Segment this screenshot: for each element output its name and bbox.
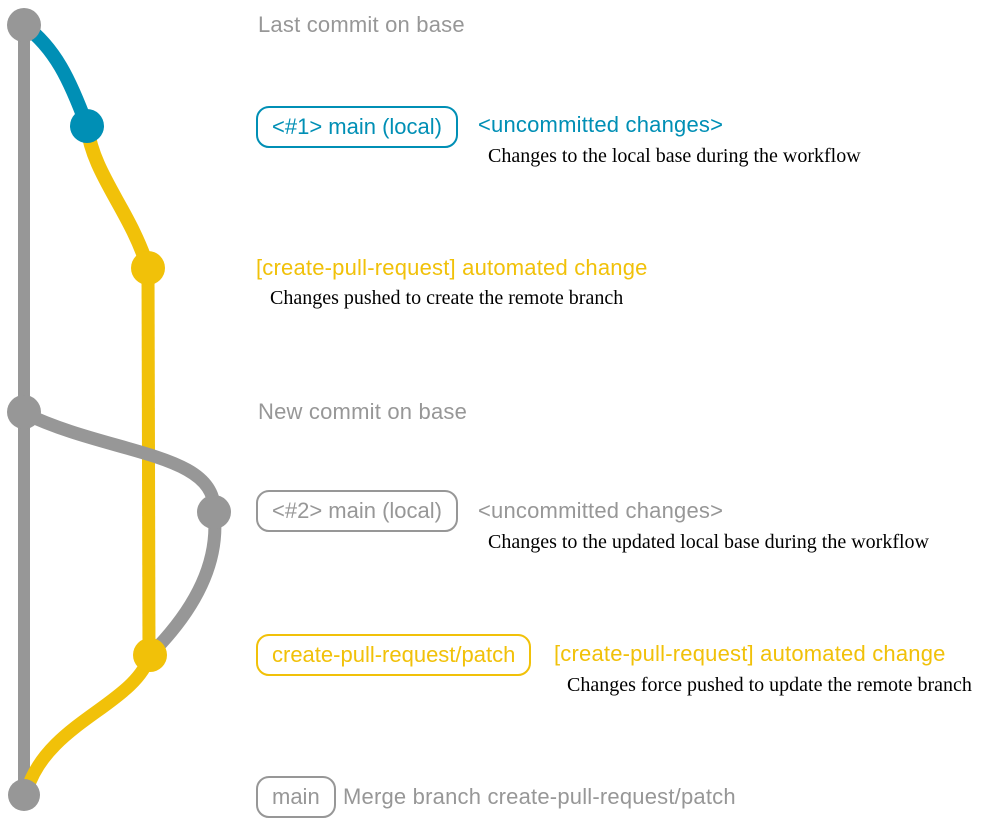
caption-updated-local-base-changes: Changes to the updated local base during… (488, 531, 929, 553)
branch-badge-main-local-1: <#1> main (local) (256, 106, 458, 148)
commit-message-merge-branch: Merge branch create-pull-request/patch (343, 784, 736, 809)
branch-badge-main-local-2: <#2> main (local) (256, 490, 458, 532)
commit-node-base-1 (7, 8, 41, 42)
caption-local-base-changes: Changes to the local base during the wor… (488, 145, 861, 167)
branch-badge-patch: create-pull-request/patch (256, 634, 532, 676)
patch-branch-line (141, 267, 156, 656)
branch-badge-main: main (256, 776, 336, 818)
commit-node-main-local-1 (70, 109, 104, 143)
commit-node-base-2 (7, 395, 41, 429)
caption-pushed-to-create: Changes pushed to create the remote bran… (270, 287, 624, 309)
commit-node-merge (8, 779, 40, 811)
commit-node-patch-1 (131, 251, 165, 285)
commit-node-patch-2 (133, 638, 167, 672)
commit-message-uncommitted-2: <uncommitted changes> (478, 498, 724, 523)
label-last-commit-on-base: Last commit on base (258, 12, 465, 37)
label-new-commit-on-base: New commit on base (258, 399, 468, 424)
edge-patch-2-to-merge (20, 648, 157, 797)
commit-node-main-local-2 (197, 495, 231, 529)
edge-base-2-to-main-local-2 (17, 406, 221, 519)
caption-force-pushed-to-update: Changes force pushed to update the remot… (567, 674, 972, 696)
edge-main-local-2-to-patch-2 (143, 505, 222, 662)
commit-message-automated-change-2: [create-pull-request] automated change (554, 641, 946, 666)
commit-message-uncommitted-1: <uncommitted changes> (478, 112, 724, 137)
edge-main-local-1-to-patch-1 (80, 119, 155, 275)
edge-base-to-main-local-1 (17, 18, 94, 133)
commit-message-automated-change-1: [create-pull-request] automated change (256, 255, 648, 280)
